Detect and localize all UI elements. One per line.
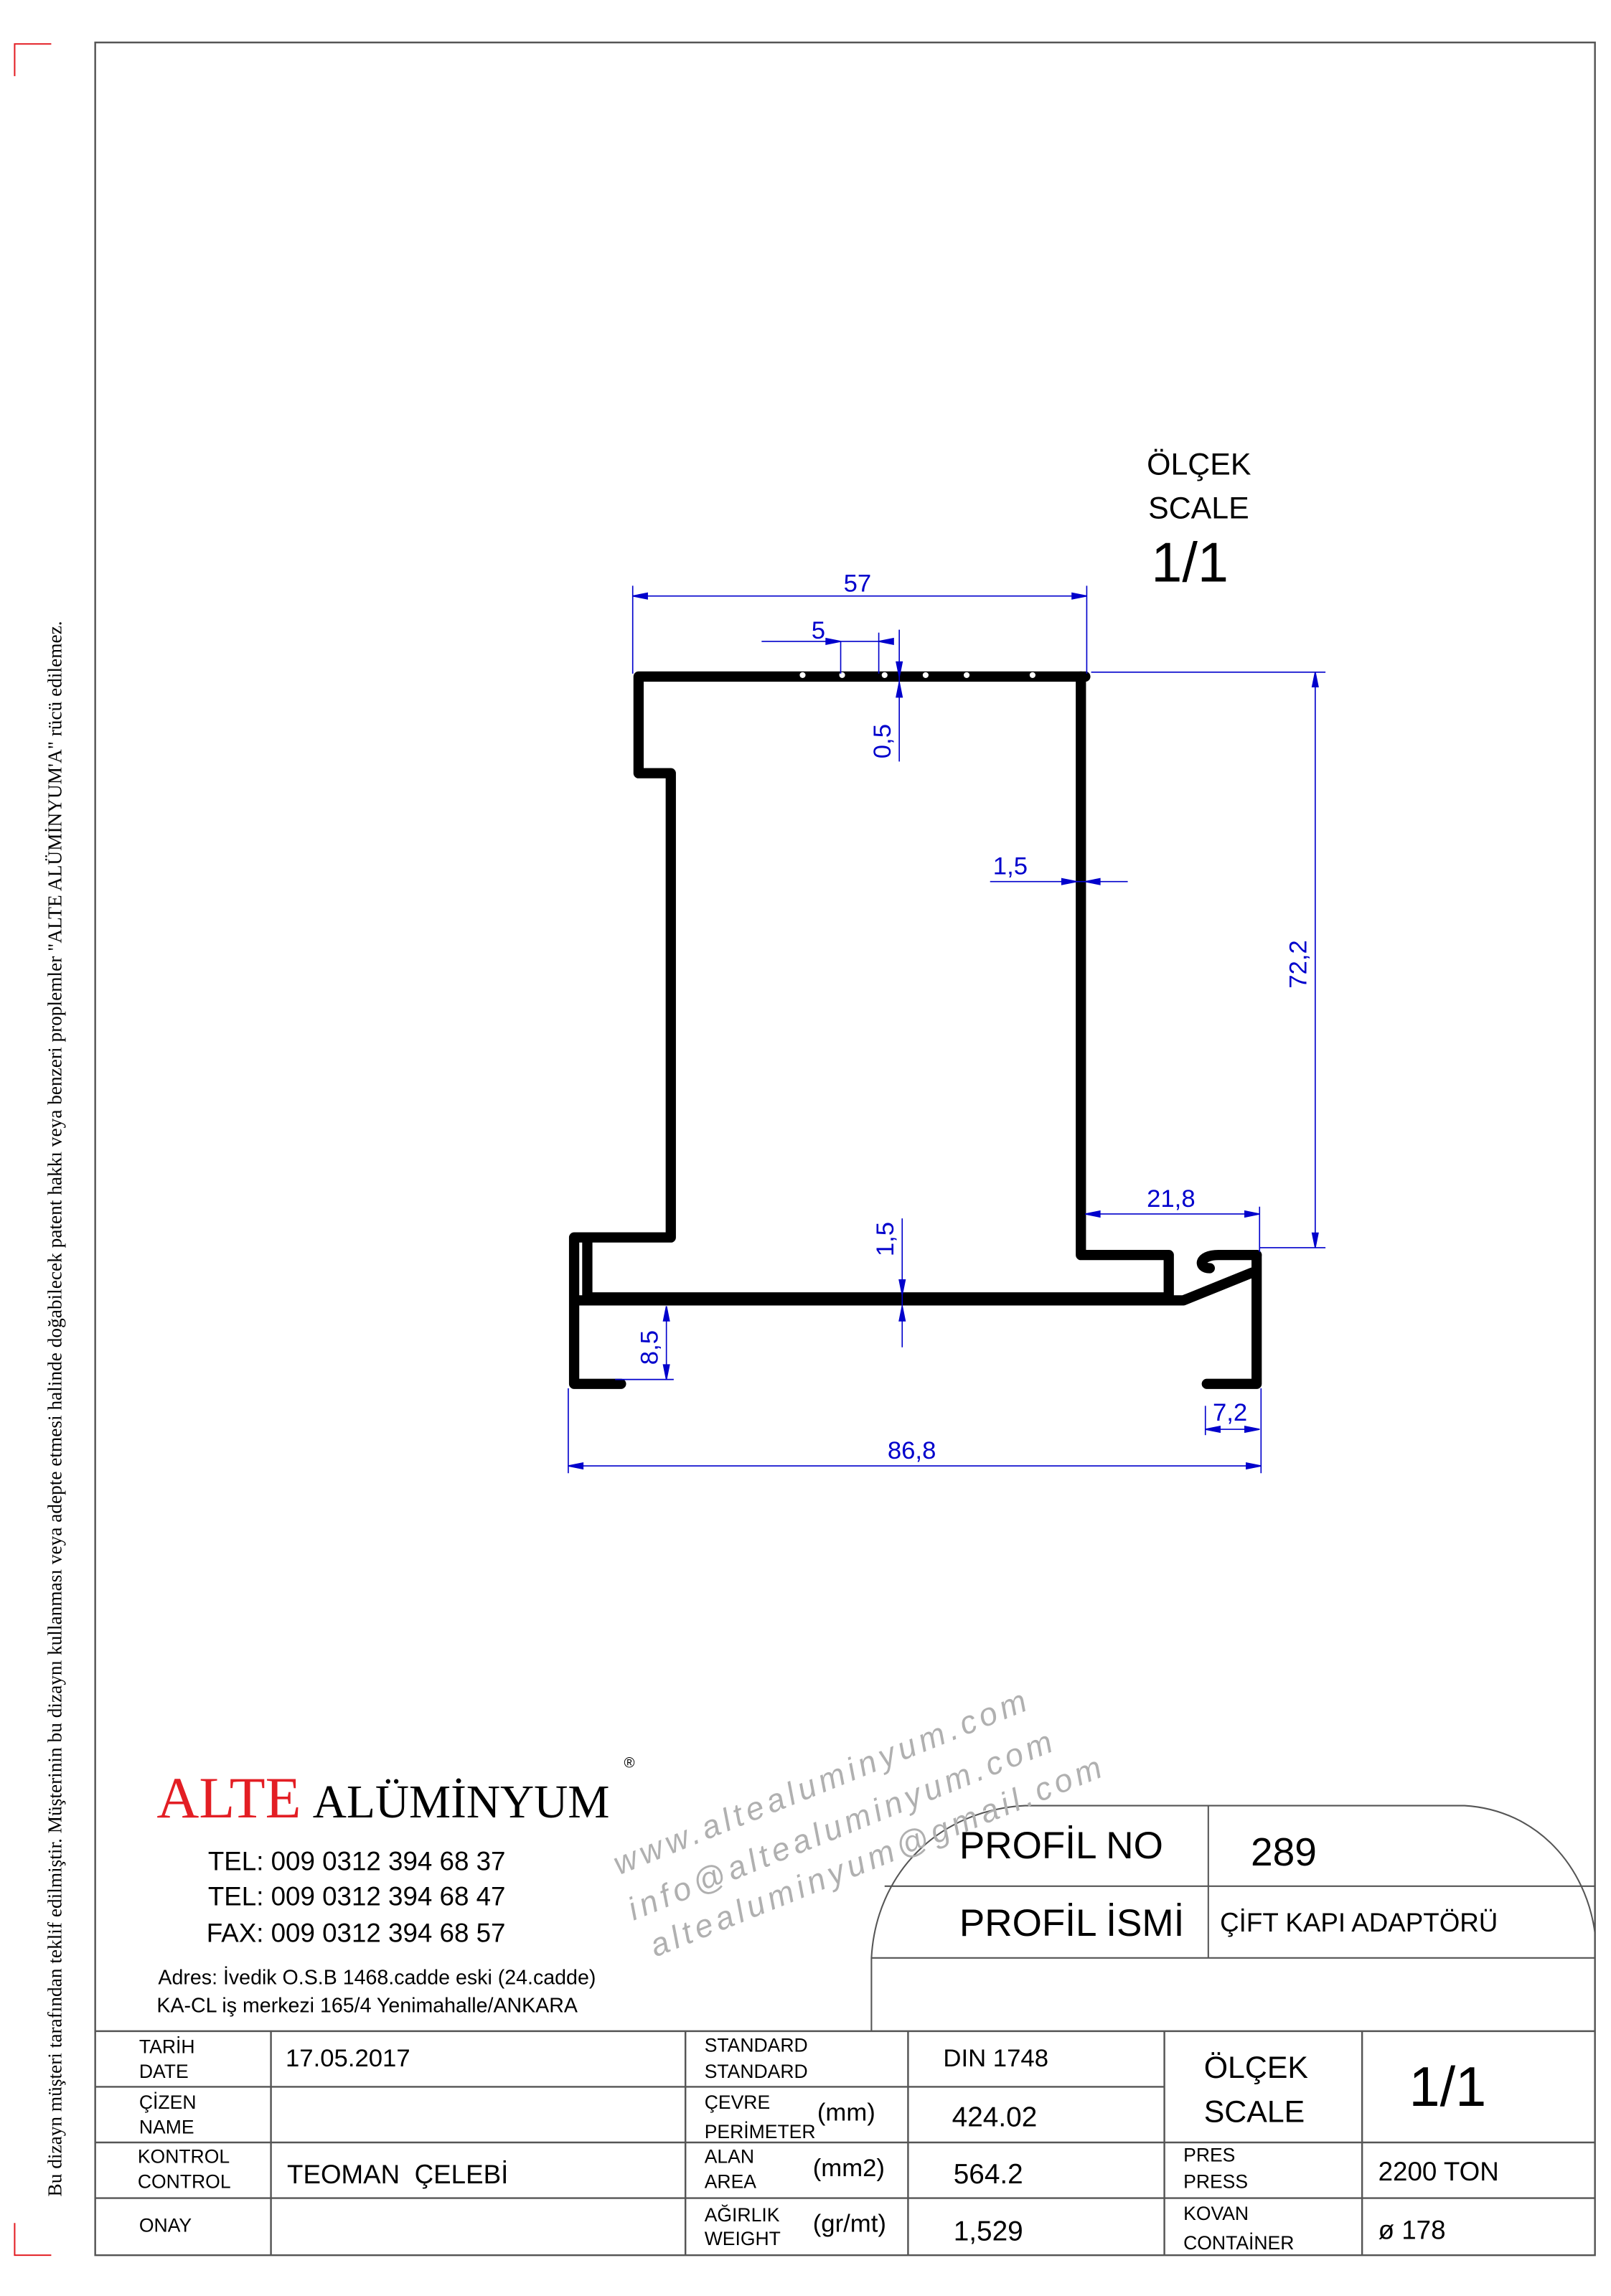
scale-value: 1/1 <box>1151 532 1229 595</box>
perimeter-unit: (mm) <box>817 2098 875 2127</box>
corner-marks <box>14 43 52 2257</box>
profile-name-value: ÇİFT KAPI ADAPTÖRÜ <box>1220 1908 1498 1938</box>
logo-alte: ALTE <box>156 1764 301 1831</box>
weight-unit: (gr/mt) <box>812 2209 886 2238</box>
profile-section <box>568 671 1262 1389</box>
dim-57: 57 <box>844 570 872 598</box>
dim-0-5: 0,5 <box>869 724 896 758</box>
weight-label-en: WEIGHT <box>704 2227 781 2249</box>
fax: FAX: 009 0312 394 68 57 <box>206 1918 506 1948</box>
container-value: ø 178 <box>1378 2216 1446 2245</box>
dim-72-2: 72,2 <box>1285 940 1312 989</box>
press-label-tr: PRES <box>1183 2144 1236 2166</box>
scale-label-en-cell: SCALE <box>1203 2095 1305 2130</box>
tel-2: TEL: 009 0312 394 68 47 <box>207 1881 506 1911</box>
address-line-1: Adres: İvedik O.S.B 1468.cadde eski (24.… <box>158 1965 596 1989</box>
weight-value: 1,529 <box>953 2217 1023 2248</box>
dim-1-5-web: 1,5 <box>872 1222 899 1256</box>
date-value: 17.05.2017 <box>285 2044 410 2073</box>
perimeter-label: ÇEVRE PERİMETER <box>705 2088 816 2147</box>
dim-1-5-wall: 1,5 <box>993 852 1028 880</box>
dim-8-5: 8,5 <box>636 1330 663 1365</box>
sheet-frame <box>94 41 1596 2257</box>
perimeter-label-tr: ÇEVRE <box>704 2091 771 2114</box>
scale-label: ÖLÇEK SCALE <box>1204 2047 1308 2135</box>
container-label-tr: KOVAN <box>1183 2202 1249 2225</box>
address-line-2: KA-CL iş merkezi 165/4 Yenimahalle/ANKAR… <box>156 1992 578 2017</box>
serrations <box>799 672 1035 678</box>
approval-label: ONAY <box>138 2213 192 2236</box>
date-label-tr: TARİH <box>138 2035 195 2058</box>
control-label-tr: KONTROL <box>137 2145 230 2168</box>
profile-no-value: 289 <box>1251 1830 1317 1875</box>
profile-no-label: PROFİL NO <box>959 1823 1163 1868</box>
scale-value-cell: 1/1 <box>1409 2057 1487 2119</box>
control-value: TEOMAN ÇELEBİ <box>287 2160 509 2190</box>
control-label-en: CONTROL <box>137 2170 231 2193</box>
perimeter-label-en: PERİMETER <box>704 2120 816 2142</box>
area-unit: (mm2) <box>812 2154 885 2183</box>
standard-label-en: STANDARD <box>704 2060 808 2083</box>
title-block-grid <box>95 2030 1595 2256</box>
date-label-en: DATE <box>138 2060 189 2083</box>
press-value: 2200 TON <box>1378 2157 1499 2187</box>
dimension-lines <box>568 585 1326 1474</box>
profile-name-label: PROFİL İSMİ <box>959 1901 1185 1945</box>
standard-value: DIN 1748 <box>943 2044 1049 2073</box>
profile-info-frame <box>870 1805 1596 2031</box>
dimension-labels: 57 5 0,5 1,5 72,2 21,8 1,5 8,5 7,2 86,8 <box>636 570 1312 1464</box>
weight-label-tr: AĞIRLIK <box>704 2203 780 2226</box>
scale-label-tr: ÖLÇEK <box>1147 448 1251 482</box>
perimeter-value: 424.02 <box>952 2102 1038 2134</box>
dim-5: 5 <box>812 617 825 644</box>
tel-1: TEL: 009 0312 394 68 37 <box>207 1846 506 1876</box>
drawn-by-label-en: NAME <box>138 2116 194 2138</box>
disclaimer-text: Bu dizayn müşteri tarafından teklif edil… <box>44 621 66 2197</box>
container-label-en: CONTAİNER <box>1183 2231 1295 2254</box>
standard-label: STANDARD STANDARD <box>705 2033 808 2085</box>
area-value: 564.2 <box>953 2160 1023 2191</box>
dim-21-8: 21,8 <box>1147 1185 1196 1213</box>
scale-label-en: SCALE <box>1148 491 1249 526</box>
drawn-by-label-tr: ÇİZEN <box>138 2091 197 2114</box>
dim-7-2: 7,2 <box>1213 1399 1247 1426</box>
container-label: KOVAN CONTAİNER <box>1183 2200 1294 2259</box>
standard-label-tr: STANDARD <box>704 2033 808 2056</box>
area-label-tr: ALAN <box>704 2145 755 2168</box>
logo-aluminyum: ALÜMİNYUM <box>312 1774 610 1828</box>
scale-label-tr-cell: ÖLÇEK <box>1203 2051 1309 2086</box>
registered-mark: ® <box>624 1756 635 1772</box>
press-label: PRES PRESS <box>1183 2142 1248 2195</box>
area-label-en: AREA <box>704 2170 756 2193</box>
press-label-en: PRESS <box>1183 2170 1249 2193</box>
dim-86-8: 86,8 <box>888 1437 936 1464</box>
